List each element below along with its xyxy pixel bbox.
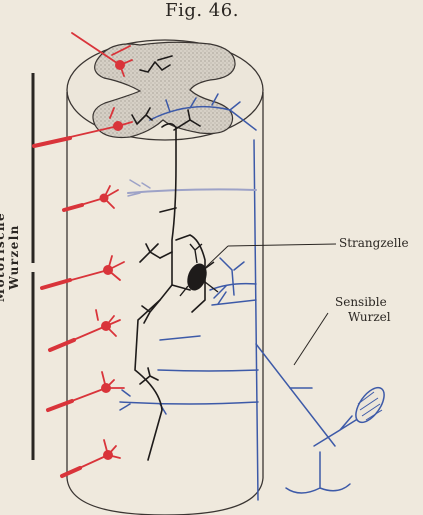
- motor-root-stems: [34, 138, 82, 476]
- sensory-fibers: [120, 94, 372, 500]
- strangzelle-cell: [180, 244, 218, 296]
- sensible-pointer: [294, 313, 328, 365]
- strangzelle-pointer: [206, 246, 228, 267]
- strangzelle-pointer-2: [228, 244, 336, 246]
